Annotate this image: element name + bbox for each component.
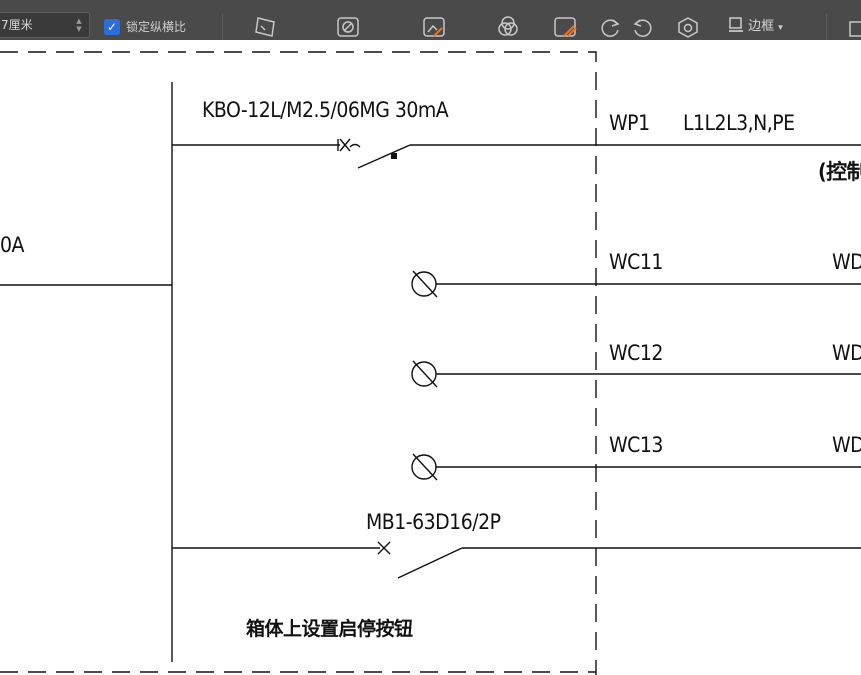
- target-wc11-label: WD.: [832, 250, 861, 274]
- toolbar-divider: [826, 14, 827, 40]
- incoming-rating-label: 0A: [0, 233, 24, 257]
- lock-ratio-checkbox[interactable]: ✓: [104, 19, 120, 35]
- document-canvas: 0A KBO-12L/M2.5/06MG 30mA WP1 L1L2L3,N,P…: [0, 40, 861, 675]
- chevron-down-icon: ▾: [778, 23, 783, 33]
- spin-arrows-icon[interactable]: ▲▼: [76, 17, 82, 33]
- picture-toolbar: 7厘米 ▲▼ ✓ 锁定纵横比: [0, 0, 861, 40]
- breaker-wp1-contact: [357, 144, 411, 169]
- shape-combine-icon[interactable]: [494, 14, 522, 40]
- height-input[interactable]: 7厘米 ▲▼: [0, 12, 90, 38]
- crop-icon[interactable]: [252, 14, 280, 40]
- breaker-wp1-label: KBO-12L/M2.5/06MG 30mA: [202, 98, 449, 122]
- circuit-wp1-label: WP1: [609, 111, 650, 135]
- reset-icon[interactable]: [674, 14, 702, 40]
- more-icon[interactable]: [846, 14, 861, 40]
- breaker-mb1-contact: [397, 547, 463, 579]
- start-stop-note-label: 箱体上设置启停按钮: [246, 618, 413, 640]
- border-icon: [729, 17, 743, 32]
- target-wc13-label: WD: [832, 433, 861, 457]
- phases-wp1-label: L1L2L3,N,PE: [683, 111, 795, 135]
- rotate-left-icon[interactable]: [628, 14, 656, 40]
- breaker-mb1-label: MB1-63D16/2P: [366, 510, 501, 534]
- wiring-diagram: [0, 51, 861, 675]
- border-label: 边框: [748, 19, 775, 34]
- circuit-wc12-label: WC12: [609, 341, 663, 365]
- image-edit-icon[interactable]: [420, 14, 448, 40]
- picture-effect-icon[interactable]: [334, 14, 362, 40]
- height-value: 7厘米: [1, 18, 33, 32]
- lock-ratio-label: 锁定纵横比: [126, 20, 187, 34]
- circuit-wc13-label: WC13: [609, 433, 663, 457]
- rotate-right-icon[interactable]: [597, 14, 625, 40]
- image-replace-icon[interactable]: [552, 14, 580, 40]
- border-button[interactable]: 边框 ▾: [728, 14, 783, 40]
- control-note-label: (控制: [818, 160, 861, 184]
- circuit-wc11-label: WC11: [609, 250, 663, 274]
- toolbar-divider: [222, 14, 223, 40]
- target-wc12-label: WD.: [832, 341, 861, 365]
